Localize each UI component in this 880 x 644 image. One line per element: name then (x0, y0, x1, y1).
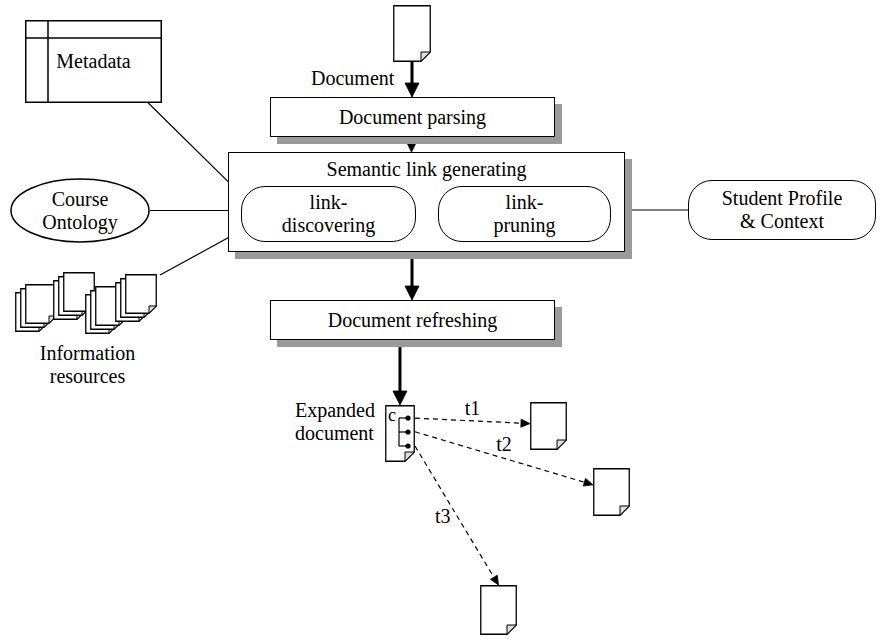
stack-shape (15, 268, 160, 338)
node-label: Document (311, 67, 394, 90)
table-outline (26, 21, 162, 103)
sheet-outline (394, 6, 431, 62)
arrow-head (405, 138, 419, 152)
node-label: Course Ontology (32, 188, 128, 234)
arrow-head (405, 83, 419, 97)
connector-group (405, 62, 419, 97)
node-label: Document parsing (339, 106, 486, 129)
anchor-dot (405, 415, 410, 420)
profile-box: Student Profile & Context (688, 180, 876, 240)
process-box: Document parsing (270, 97, 555, 137)
sheet-fold (557, 440, 566, 449)
sheet-fold (405, 452, 414, 461)
connector-group (393, 340, 407, 405)
arrow-head (405, 286, 419, 300)
table-header-line (25, 37, 162, 39)
linked-document-icon (530, 402, 567, 450)
doc-shape (530, 402, 567, 450)
node-label: Information resources (23, 342, 153, 388)
sheet-fold (421, 52, 430, 61)
doc-shape (393, 5, 431, 62)
arrow-head (393, 391, 407, 405)
node-label: link-pruning (485, 191, 565, 237)
flow-arrow (160, 236, 232, 275)
anchor-dot (405, 443, 410, 448)
process-box: Semantic link generating link-discovering… (228, 152, 625, 252)
link-arrow (415, 418, 521, 423)
sheet (531, 403, 567, 450)
document-icon: Document (393, 5, 431, 62)
flow-arrow (148, 103, 234, 187)
arrow-head (490, 575, 498, 585)
node-label: Document refreshing (328, 309, 497, 332)
module-box: link-pruning (438, 186, 611, 242)
ellipse-outline (11, 179, 149, 242)
sheet-outline (26, 285, 57, 324)
process-box: Document refreshing (270, 300, 555, 340)
sheet-outline (531, 403, 567, 450)
sheet (26, 285, 57, 324)
node-label: Expanded document (295, 399, 381, 445)
connector-group (415, 418, 530, 427)
sheet (594, 469, 630, 516)
link-arrow (415, 446, 494, 577)
flow-arrow (411, 252, 414, 286)
connector-group (405, 252, 419, 300)
sheet-outline (126, 275, 157, 314)
sheet-fold (620, 506, 629, 515)
connector-group (405, 137, 419, 152)
sheet (126, 275, 157, 314)
edge-label: t1 (463, 397, 483, 419)
resource-stack: Information resources (15, 268, 160, 408)
sheet (386, 406, 415, 462)
expanded-document-icon: Expanded documentc (385, 405, 415, 462)
doc-shape (480, 585, 517, 635)
arrow-head (521, 419, 530, 427)
flow-arrow (398, 340, 401, 391)
module-box: link-discovering (241, 186, 416, 242)
anchor-dot (405, 429, 410, 434)
sheet-outline (481, 586, 517, 635)
node-label: Metadata (54, 50, 132, 73)
linked-document-icon (593, 468, 630, 516)
sheet-outline (594, 469, 630, 516)
sheet (481, 586, 517, 635)
node-label: Student Profile & Context (716, 187, 848, 233)
doc-shape (593, 468, 630, 516)
table-icon: Metadata (25, 20, 162, 103)
connector-group (415, 432, 593, 486)
sheet-fold (507, 625, 516, 634)
flow-arrow (621, 209, 688, 210)
sheet-fold (149, 306, 156, 313)
connector-group (415, 446, 499, 585)
flow-arrow (150, 210, 231, 211)
edge-label: t3 (433, 505, 453, 527)
sheet-outline (386, 406, 415, 462)
ontology-ellipse: Course Ontology (10, 178, 150, 243)
arrow-head (583, 478, 593, 486)
node-label: Semantic link generating (327, 158, 527, 181)
flow-arrow (411, 62, 414, 83)
table-column-line (47, 20, 49, 103)
edge-label: t2 (494, 433, 514, 455)
linked-document-icon (480, 585, 517, 635)
sheet (394, 6, 431, 62)
node-label: link-discovering (273, 191, 385, 237)
node-mark: c (388, 405, 396, 426)
